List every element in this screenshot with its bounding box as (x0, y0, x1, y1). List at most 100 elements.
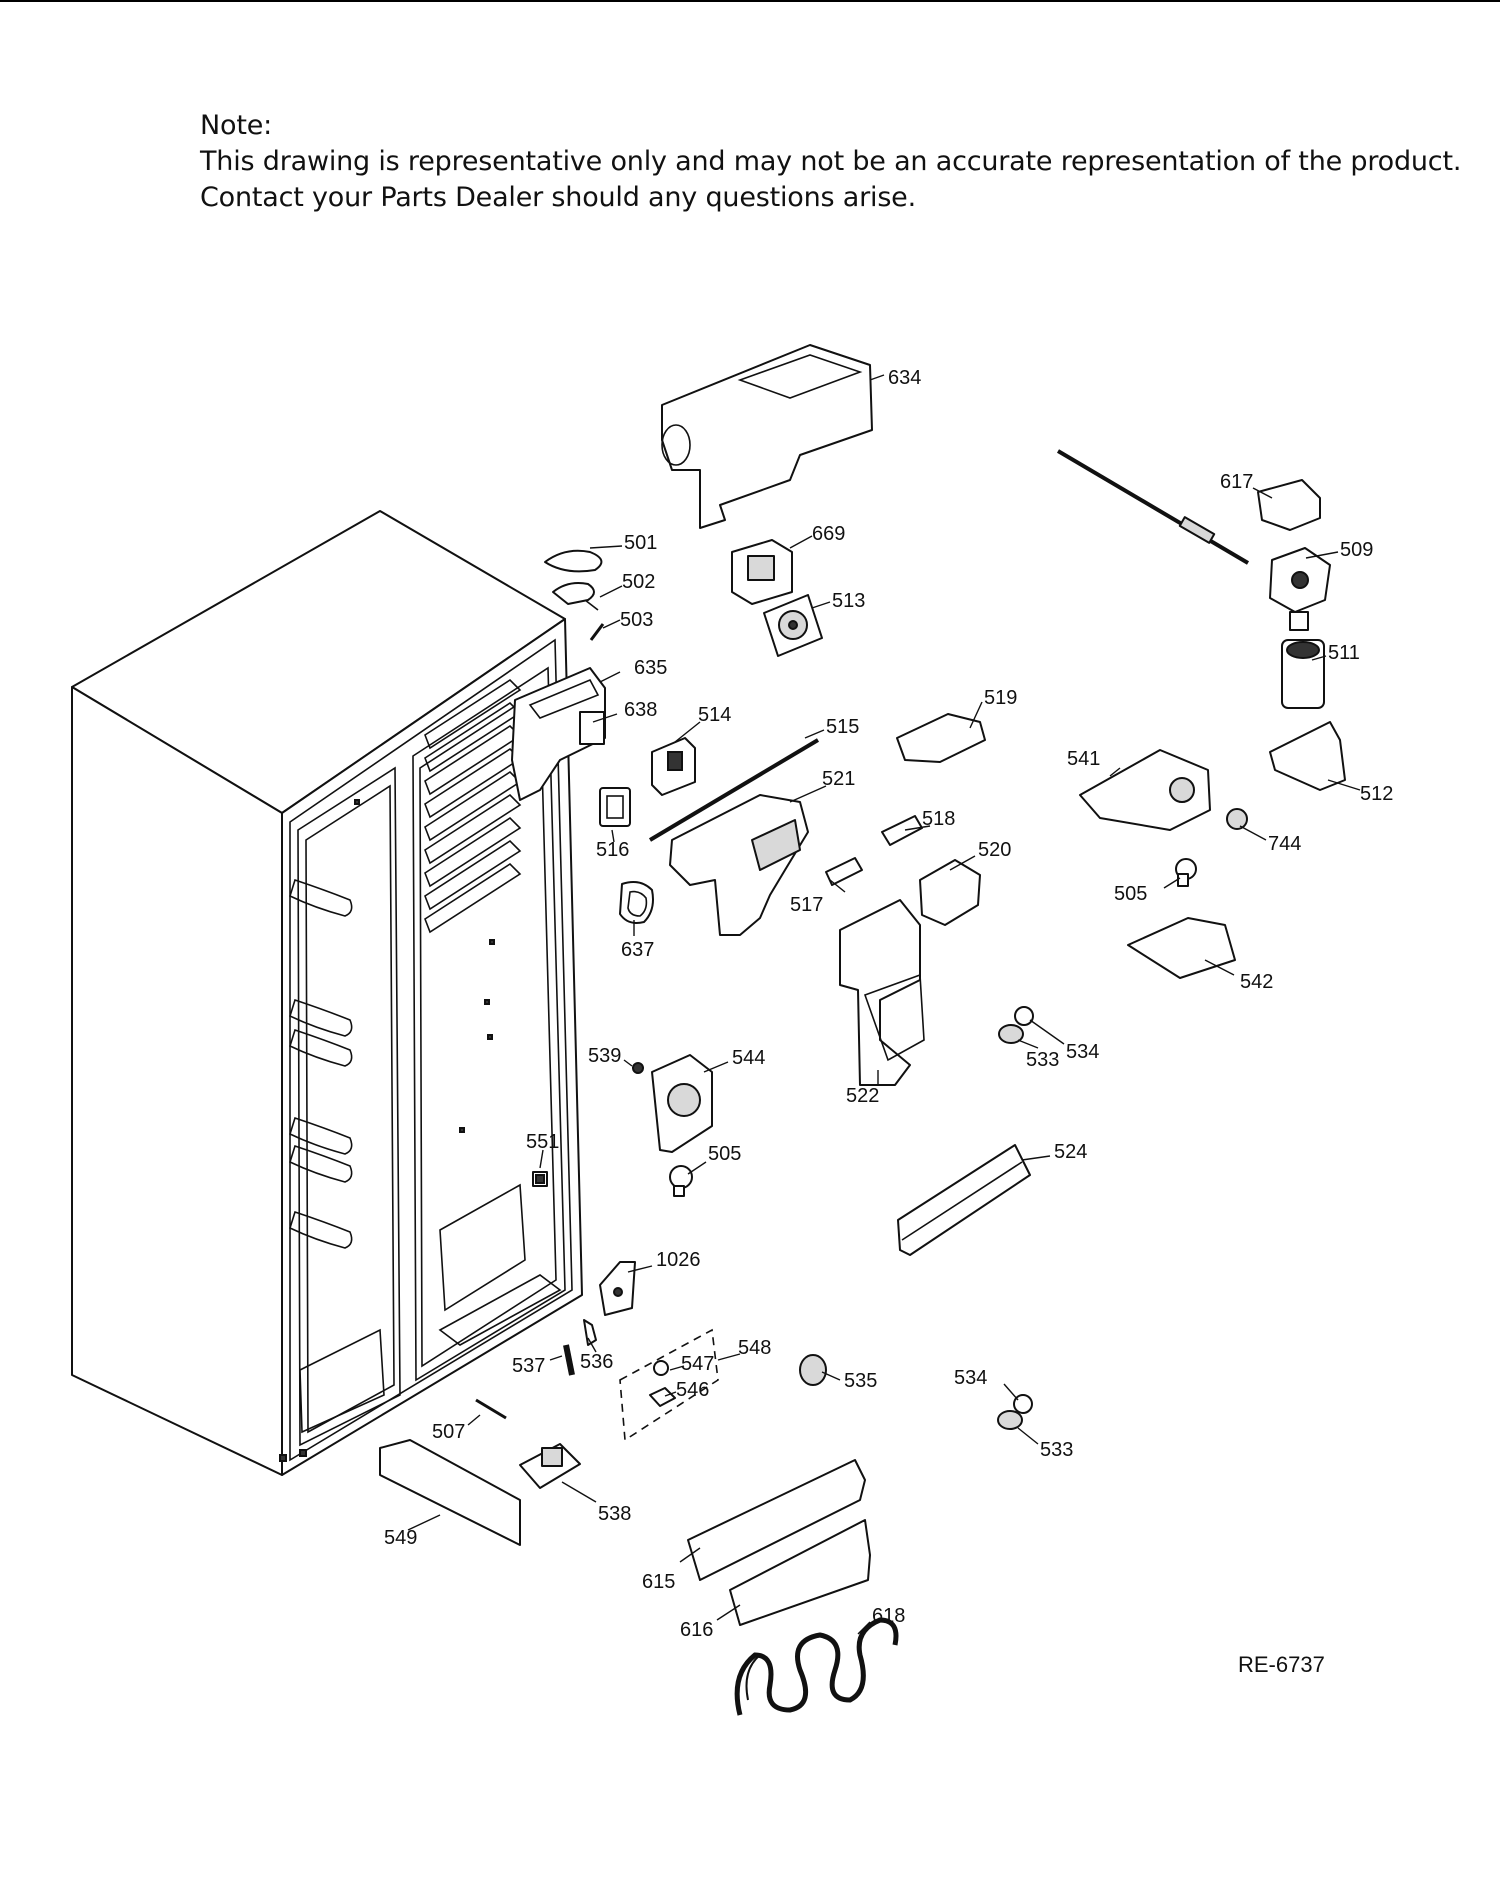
callout-517: 517 (790, 894, 823, 916)
part-535-grommet (799, 1354, 827, 1386)
part-549-grille (379, 1439, 521, 1546)
part-501-bracket (544, 549, 603, 573)
disclaimer-note: Note: This drawing is representative onl… (200, 108, 1461, 216)
part-638 (579, 711, 605, 745)
part-637-gasket (619, 881, 654, 924)
part-744-knob (1226, 808, 1248, 830)
part-634-ice-duct-housing (661, 344, 873, 529)
part-551-switch (532, 1171, 548, 1187)
callout-638: 638 (624, 699, 657, 721)
callout-669: 669 (812, 523, 845, 545)
part-541-tray (1079, 749, 1211, 831)
callout-524: 524 (1054, 1141, 1087, 1163)
callout-538: 538 (598, 1503, 631, 1525)
part-669 (731, 539, 793, 605)
callout-533-lower: 533 (1040, 1439, 1073, 1461)
callout-541: 541 (1067, 748, 1100, 770)
callout-534-lower: 534 (954, 1367, 987, 1389)
callout-634: 634 (888, 367, 921, 389)
callout-1026: 1026 (656, 1249, 701, 1271)
note-heading: Note: (200, 110, 273, 141)
callout-522: 522 (846, 1085, 879, 1107)
callout-535: 535 (844, 1370, 877, 1392)
callout-518: 518 (922, 808, 955, 830)
callout-551: 551 (526, 1131, 559, 1153)
callout-615: 615 (642, 1571, 675, 1593)
callout-501: 501 (624, 532, 657, 554)
part-502-bracket (552, 582, 599, 611)
callout-515: 515 (826, 716, 859, 738)
part-505-bulb-bottom (669, 1165, 693, 1197)
part-536-pin (583, 1319, 597, 1346)
top-border-line (0, 0, 1500, 2)
part-507-screw (475, 1398, 507, 1420)
callout-509: 509 (1340, 539, 1373, 561)
callout-546: 546 (676, 1379, 709, 1401)
callout-616: 616 (680, 1619, 713, 1641)
part-615-cover (687, 1459, 866, 1581)
part-533-534-grommet-lower (997, 1394, 1033, 1430)
part-542-tray (1127, 917, 1236, 979)
callout-744: 744 (1268, 833, 1301, 855)
part-515-rod (648, 738, 820, 842)
callout-513: 513 (832, 590, 865, 612)
callout-547: 547 (681, 1353, 714, 1375)
part-539-screw (632, 1062, 644, 1074)
callout-548: 548 (738, 1337, 771, 1359)
leader-lines (407, 374, 1361, 1635)
callout-618: 618 (872, 1605, 905, 1627)
callout-503: 503 (620, 609, 653, 631)
callout-539: 539 (588, 1045, 621, 1067)
callout-617: 617 (1220, 471, 1253, 493)
callout-534-upper: 534 (1066, 1041, 1099, 1063)
callout-507: 507 (432, 1421, 465, 1443)
part-537-spring (563, 1344, 575, 1376)
part-518-clip (881, 815, 923, 846)
part-512-cover (1269, 721, 1346, 791)
callout-502: 502 (622, 571, 655, 593)
part-548-assembly (619, 1328, 719, 1442)
part-503-screw (589, 623, 605, 641)
part-533-534-grommet (998, 1006, 1034, 1044)
callout-544: 544 (732, 1047, 765, 1069)
callout-514: 514 (698, 704, 731, 726)
part-544-housing (651, 1054, 713, 1153)
part-520-bracket (919, 859, 981, 926)
part-521-duct (669, 794, 809, 936)
callout-505-upper: 505 (1114, 883, 1147, 905)
callout-labels: 634 617 669 501 509 502 513 503 511 635 … (384, 367, 1393, 1641)
callout-519: 519 (984, 687, 1017, 709)
callout-533-upper: 533 (1026, 1049, 1059, 1071)
callout-512: 512 (1360, 783, 1393, 805)
part-538-actuator (519, 1443, 581, 1489)
part-513-fan (763, 594, 823, 657)
note-line-2: Contact your Parts Dealer should any que… (200, 182, 916, 213)
callout-536: 536 (580, 1351, 613, 1373)
part-522-ice-chute (839, 899, 925, 1086)
part-524-cover (897, 1144, 1031, 1256)
part-616-cover (729, 1519, 871, 1626)
part-514-switch (651, 737, 696, 796)
part-auger-rod (1056, 449, 1250, 565)
callout-637: 637 (621, 939, 654, 961)
callout-520: 520 (978, 839, 1011, 861)
part-1026-hinge (599, 1261, 636, 1316)
part-635-housing (511, 667, 606, 801)
part-617-cap (1257, 479, 1321, 531)
callout-537: 537 (512, 1355, 545, 1377)
diagram-reference-code: RE-6737 (1238, 1652, 1325, 1677)
callout-516: 516 (596, 839, 629, 861)
part-511-auger (1281, 639, 1325, 709)
callout-505-lower: 505 (708, 1143, 741, 1165)
part-519-cover (896, 713, 986, 763)
part-509-auger-housing (1269, 547, 1331, 631)
callout-521: 521 (822, 768, 855, 790)
part-618-heater (734, 1617, 899, 1716)
callout-511: 511 (1328, 642, 1360, 664)
part-505-bulb-top (1175, 858, 1197, 887)
refrigerator-cabinet (71, 510, 583, 1476)
callout-549: 549 (384, 1527, 417, 1549)
note-line-1: This drawing is representative only and … (200, 146, 1462, 177)
callout-635: 635 (634, 657, 667, 679)
